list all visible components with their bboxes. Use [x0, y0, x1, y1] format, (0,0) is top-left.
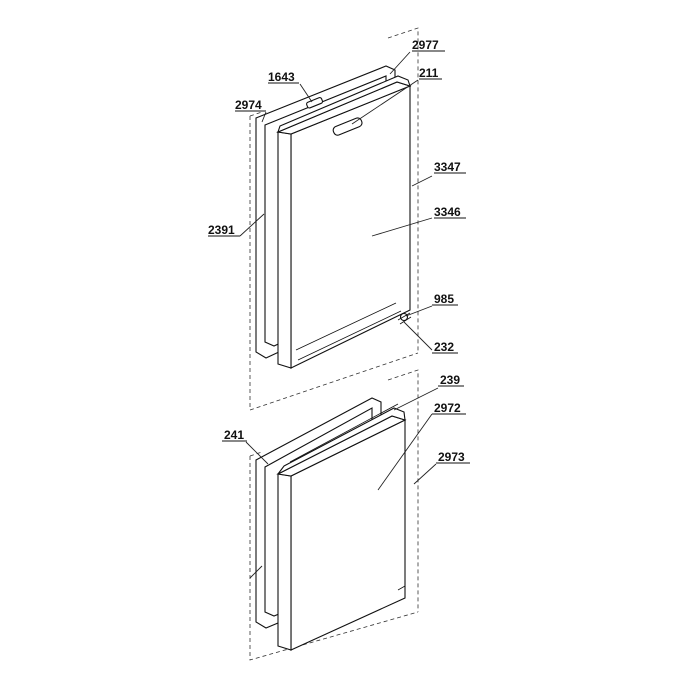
label-3347: 3347 — [434, 160, 461, 174]
leader-lines — [239, 51, 439, 579]
label-1643: 1643 — [268, 70, 295, 84]
upper-door-assembly — [249, 27, 419, 411]
label-2973: 2973 — [438, 450, 465, 464]
label-2972: 2972 — [434, 401, 461, 415]
part-labels: 2977 1643 211 2974 3347 3346 2391 985 23… — [208, 38, 470, 464]
label-2391: 2391 — [208, 223, 235, 237]
label-2977: 2977 — [412, 38, 439, 52]
label-211: 211 — [419, 66, 439, 80]
label-2974: 2974 — [235, 98, 262, 112]
lower-door-assembly — [249, 369, 419, 661]
label-241: 241 — [224, 428, 244, 442]
label-3346: 3346 — [434, 205, 461, 219]
top-hinge-clip — [306, 97, 324, 109]
label-239: 239 — [440, 373, 460, 387]
upper-dashed-envelope — [249, 27, 419, 411]
label-232: 232 — [434, 340, 454, 354]
lower-door-panel — [276, 403, 407, 651]
label-985: 985 — [434, 292, 454, 306]
upper-door-panel — [275, 75, 412, 369]
lower-dashed-envelope — [249, 369, 419, 661]
